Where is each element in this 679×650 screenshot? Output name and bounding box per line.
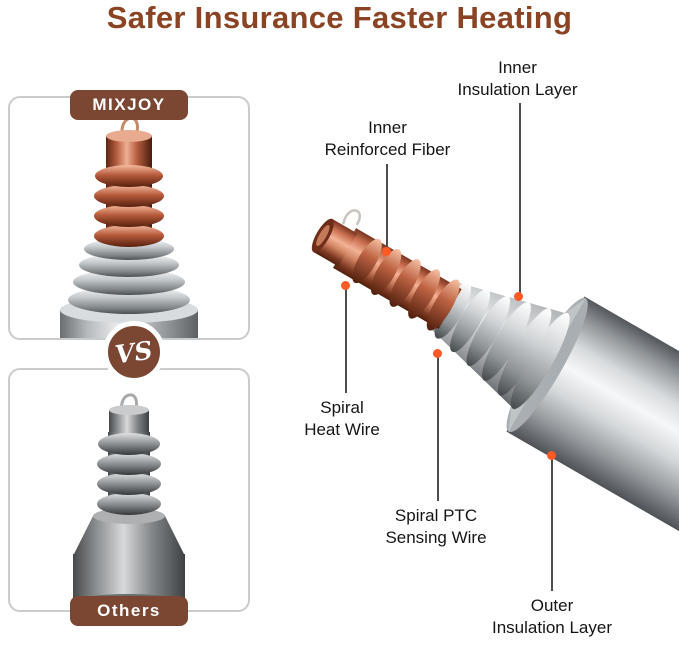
callout-text-line: Insulation Layer [457, 79, 578, 99]
callout-text-line: Reinforced Fiber [324, 139, 451, 159]
leader-dot-spiral-heat-wire [341, 281, 350, 290]
callout-text-line: Inner [498, 58, 537, 77]
callout-text-line: Spiral [320, 398, 364, 417]
callout-text-line: Inner [368, 118, 407, 137]
vs-label: VS [113, 335, 155, 369]
leader-line-spiral-heat-wire [345, 289, 347, 393]
callout-text-line: Outer [530, 596, 574, 615]
leader-dot-spiral-ptc-sensing-wire [433, 349, 442, 358]
leader-line-inner-reinforced-fiber [386, 164, 388, 249]
mixjoy-element [60, 116, 198, 338]
leader-dot-outer-insulation-layer [547, 451, 556, 460]
heating-element-body [311, 209, 679, 560]
leader-line-spiral-ptc-sensing-wire [437, 357, 439, 501]
callout-text-line: Spiral PTC [394, 506, 478, 525]
page-title: Safer Insurance Faster Heating [106, 0, 573, 35]
callout-inner-reinforced-fiber: Inner Reinforced Fiber [295, 117, 480, 161]
leader-dot-inner-insulation-layer [514, 292, 523, 301]
leader-dot-inner-reinforced-fiber [382, 247, 391, 256]
callout-spiral-ptc-sensing-wire: Spiral PTC Sensing Wire [346, 505, 526, 549]
callout-spiral-heat-wire: Spiral Heat Wire [252, 397, 432, 441]
callout-inner-insulation-layer: Inner Insulation Layer [425, 57, 610, 101]
leader-line-outer-insulation-layer [551, 459, 553, 591]
others-element [73, 393, 185, 610]
others-heating-element-image [73, 393, 185, 610]
others-badge: Others [70, 596, 188, 626]
callout-outer-insulation-layer: Outer Insulation Layer [458, 595, 646, 639]
mixjoy-comparison-panel: MIXJOY [8, 90, 250, 340]
callout-text-line: Sensing Wire [385, 527, 487, 547]
brand-badge: MIXJOY [70, 90, 188, 120]
heating-element-cutaway-image [311, 209, 679, 560]
callout-text-line: Insulation Layer [491, 617, 613, 637]
mixjoy-heating-element-image [60, 116, 198, 338]
others-comparison-panel: Others [8, 368, 250, 626]
callout-text-line: Heat Wire [304, 419, 380, 439]
vs-badge: VS [103, 321, 165, 383]
leader-line-inner-insulation-layer [519, 103, 521, 293]
